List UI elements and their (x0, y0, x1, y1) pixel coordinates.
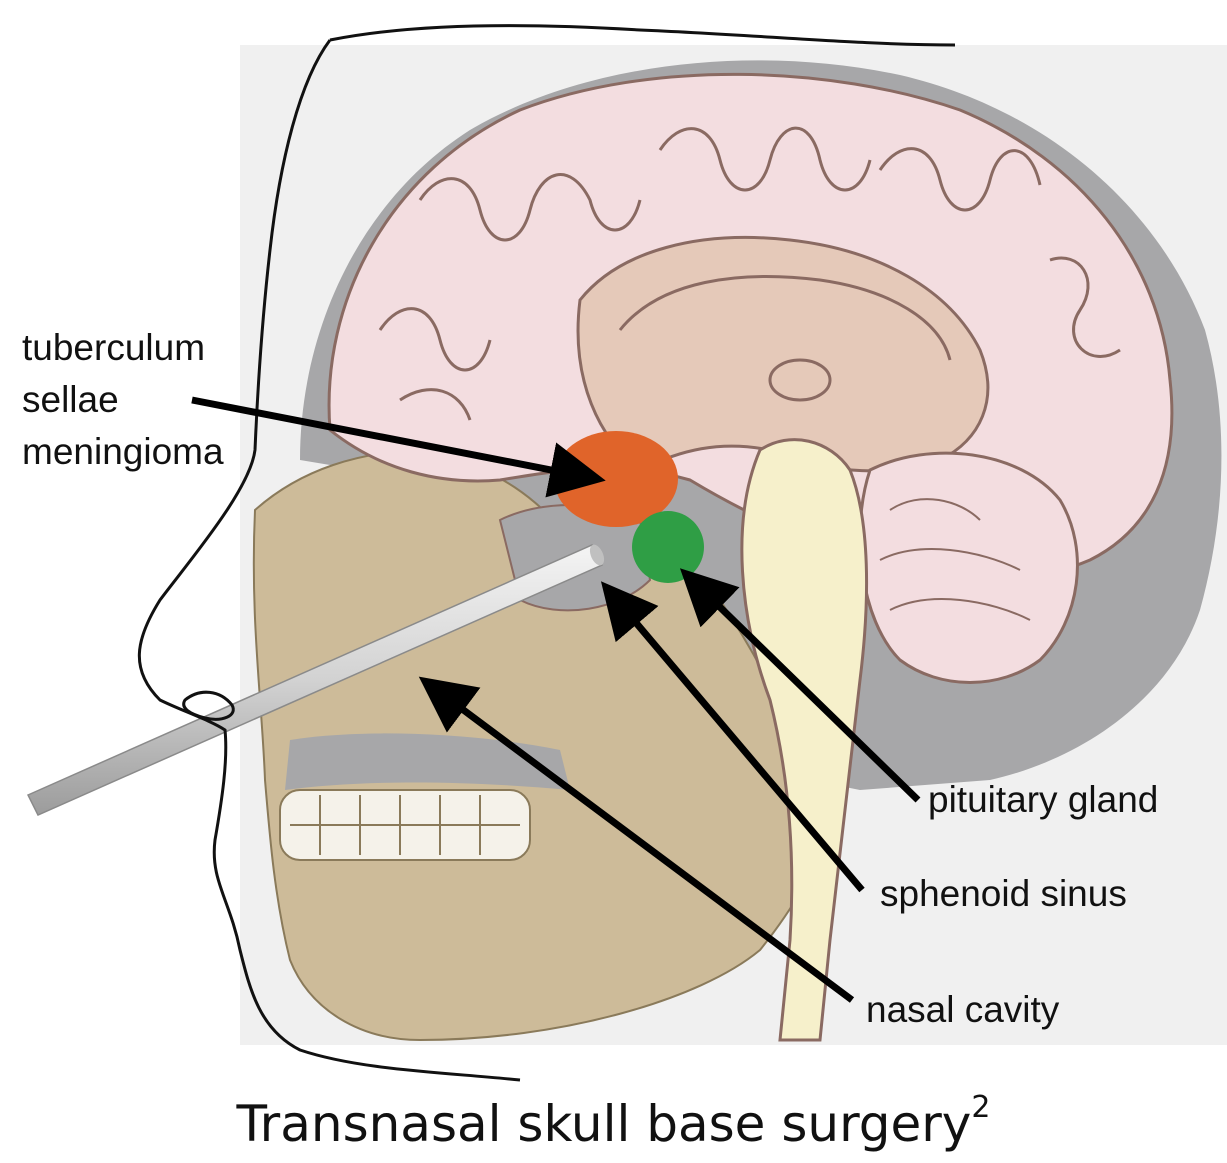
tumor-label-line3: meningioma (22, 426, 224, 478)
tumor-label-line2: sellae (22, 374, 224, 426)
nasal-label: nasal cavity (866, 984, 1059, 1036)
cerebellum (860, 453, 1077, 682)
tumor-label: tuberculum sellae meningioma (22, 322, 224, 478)
figure-caption: Transnasal skull base surgery2 (0, 1090, 1227, 1153)
thalamus (770, 360, 830, 400)
pituitary-gland-shape (632, 511, 704, 583)
pituitary-label: pituitary gland (928, 774, 1158, 826)
caption-superscript: 2 (971, 1090, 990, 1125)
teeth (280, 790, 530, 860)
caption-text: Transnasal skull base surgery (236, 1095, 971, 1153)
sphenoid-label: sphenoid sinus (880, 868, 1127, 920)
tumor-label-line1: tuberculum (22, 322, 224, 374)
